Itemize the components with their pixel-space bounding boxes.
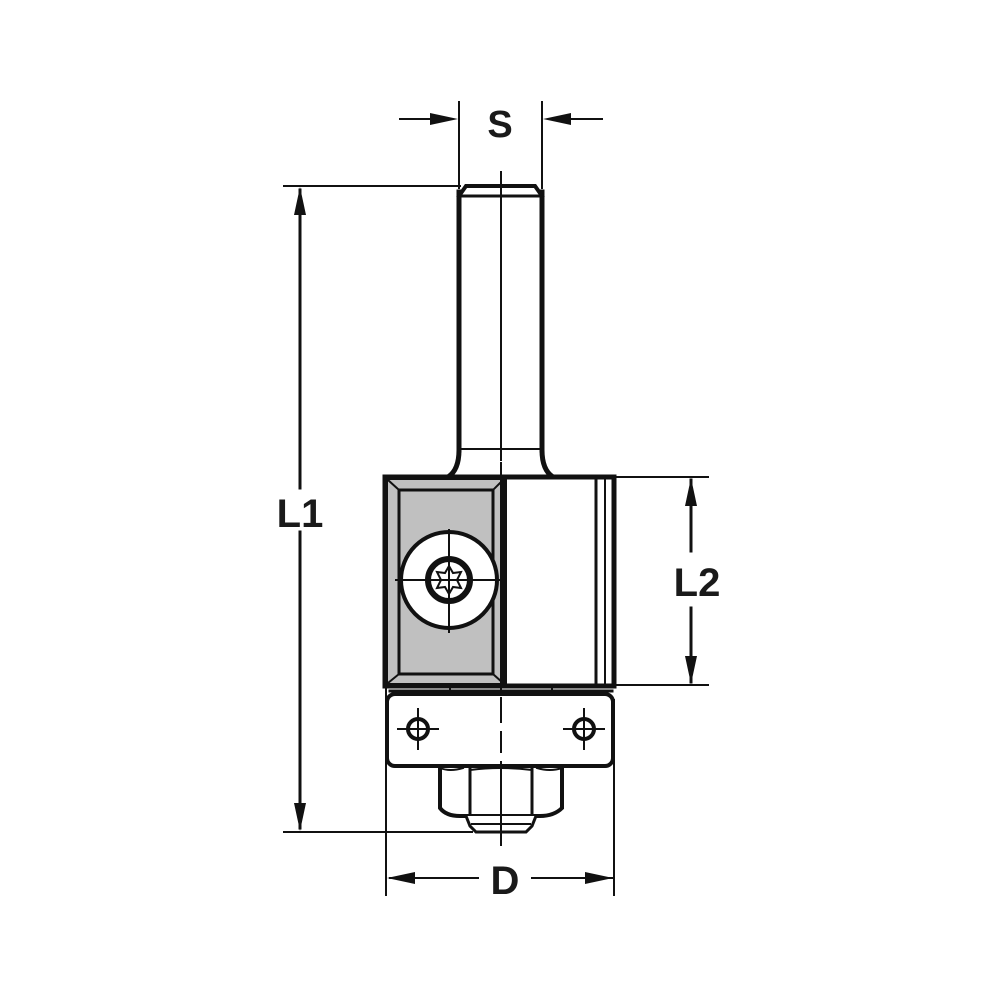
arrow-down-icon xyxy=(685,656,697,684)
mounting-hole-left xyxy=(397,708,439,750)
arrow-right-icon xyxy=(430,113,458,125)
label-l2: L2 xyxy=(674,561,721,605)
arrow-up-icon xyxy=(294,187,306,215)
torx-screw xyxy=(395,529,503,633)
bearing-plate xyxy=(385,685,615,768)
arrow-right-icon xyxy=(585,872,613,884)
dimension-l1 xyxy=(283,185,473,833)
dimension-s xyxy=(399,101,603,189)
mounting-hole-right xyxy=(563,708,605,750)
arrow-left-icon xyxy=(387,872,415,884)
arrow-down-icon xyxy=(294,803,306,831)
label-s: S xyxy=(487,104,512,146)
dimension-l2 xyxy=(613,476,709,686)
arrow-left-icon xyxy=(543,113,571,125)
arrow-up-icon xyxy=(685,478,697,506)
label-l1: L1 xyxy=(277,492,324,536)
label-d: D xyxy=(491,859,520,903)
